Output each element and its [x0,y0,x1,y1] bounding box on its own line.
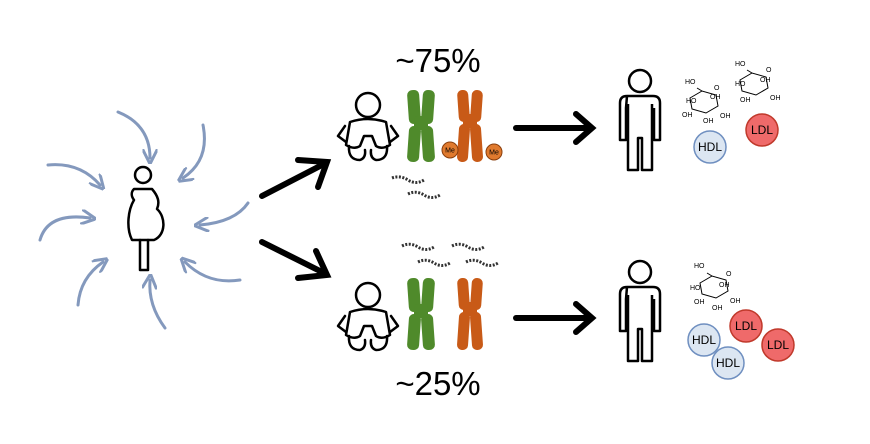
sugar-o-label: O [766,67,772,74]
outcome-arrows [513,111,597,335]
hdl-particle: HDL [687,323,721,357]
methyl-group-icon: Me [485,143,503,161]
sugar-oh-label: OH [710,94,721,101]
sugar-ho-label: HO [685,79,696,86]
chromosome-icon [457,89,483,163]
sugar-oh-label: OH [712,305,723,312]
adult-person-icon [618,68,662,172]
sugar-oh-label: OH [770,95,781,102]
sugar-o-label: O [726,271,732,278]
baby-icon [336,281,400,352]
branch-arrows [259,157,332,281]
glucose-molecule-icon [739,69,769,96]
rna-strand-icon [391,175,425,184]
sugar-ho-label: HO [686,98,697,105]
baby-icon [336,91,400,162]
adult-person-icon [618,259,662,363]
chromosome-icon [457,277,483,351]
rna-strand-icon [451,242,485,251]
sugar-ho-label: HO [690,285,701,292]
curved-arrow-icon [38,217,90,242]
curved-arrow-icon [200,201,250,225]
ldl-particle: LDL [761,328,795,362]
hdl-label: HDL [716,356,740,370]
sugar-oh-label: OH [719,282,730,289]
ldl-particle: LDL [745,113,779,147]
hdl-particle: HDL [693,130,727,164]
ldl-label: LDL [735,319,757,333]
ldl-particle: LDL [729,309,763,343]
sugar-ho-label: HO [735,61,746,68]
sugar-oh-label: OH [730,298,741,305]
sugar-oh-label: OH [682,112,693,119]
methyl-label: Me [489,150,499,157]
sugar-oh-label: OH [694,299,705,306]
hdl-label: HDL [698,140,722,154]
ldl-label: LDL [751,123,773,137]
glucose-molecule-icon [699,272,729,299]
methyl-label: Me [445,148,455,155]
sugar-oh-label: OH [720,113,731,120]
sugar-oh-label: OH [703,118,714,125]
sugar-ho-label: HO [735,81,746,88]
curved-arrow-icon [150,280,167,330]
sugar-oh-label: OH [760,77,771,84]
chromosome-icon [407,89,435,163]
methyl-group-icon: Me [441,141,459,159]
curved-arrow-icon [185,262,242,283]
curved-arrow-icon [116,110,150,158]
sugar-o-label: O [714,85,720,92]
environment-arrows [38,110,250,330]
pregnant-woman-icon [127,165,165,272]
rna-strand-icon [407,190,441,199]
hdl-label: HDL [692,333,716,347]
rna-strands-top [391,175,441,199]
ldl-label: LDL [767,338,789,352]
sugar-ho-label: HO [694,263,705,270]
curved-arrow-icon [183,123,206,178]
top-percentage: ~75% [395,42,480,79]
sugar-oh-label: OH [740,97,751,104]
curved-arrow-icon [76,262,103,307]
bottom-percentage: ~25% [395,365,480,402]
curved-arrow-icon [46,163,100,185]
hdl-particle: HDL [711,346,745,380]
rna-strand-icon [465,258,499,267]
rna-strand-icon [417,258,451,267]
rna-strands-bottom [401,242,499,267]
rna-strand-icon [401,242,435,251]
chromosome-icon [407,277,435,351]
glucose-molecule-icon [689,87,719,114]
